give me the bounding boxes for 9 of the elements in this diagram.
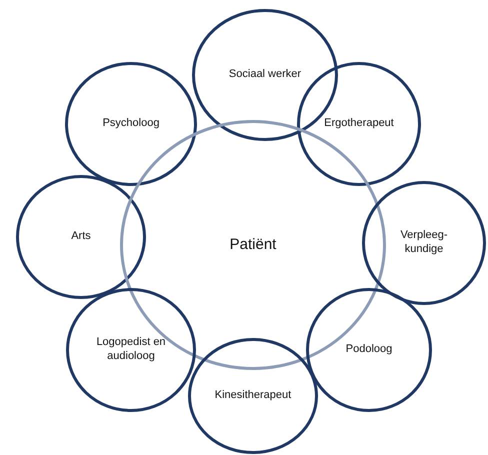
center-label: Patiënt (230, 236, 276, 254)
role-label: Ergotherapeut (324, 117, 394, 131)
role-label: Logopedist en audioloog (95, 336, 167, 364)
role-label: Arts (71, 230, 91, 244)
role-label: Verpleeg- kundige (399, 229, 449, 257)
role-label: Podoloog (346, 343, 392, 357)
role-label: Kinesitherapeut (214, 389, 292, 403)
role-label: Psycholoog (102, 117, 160, 131)
role-label: Sociaal werker (228, 68, 302, 82)
